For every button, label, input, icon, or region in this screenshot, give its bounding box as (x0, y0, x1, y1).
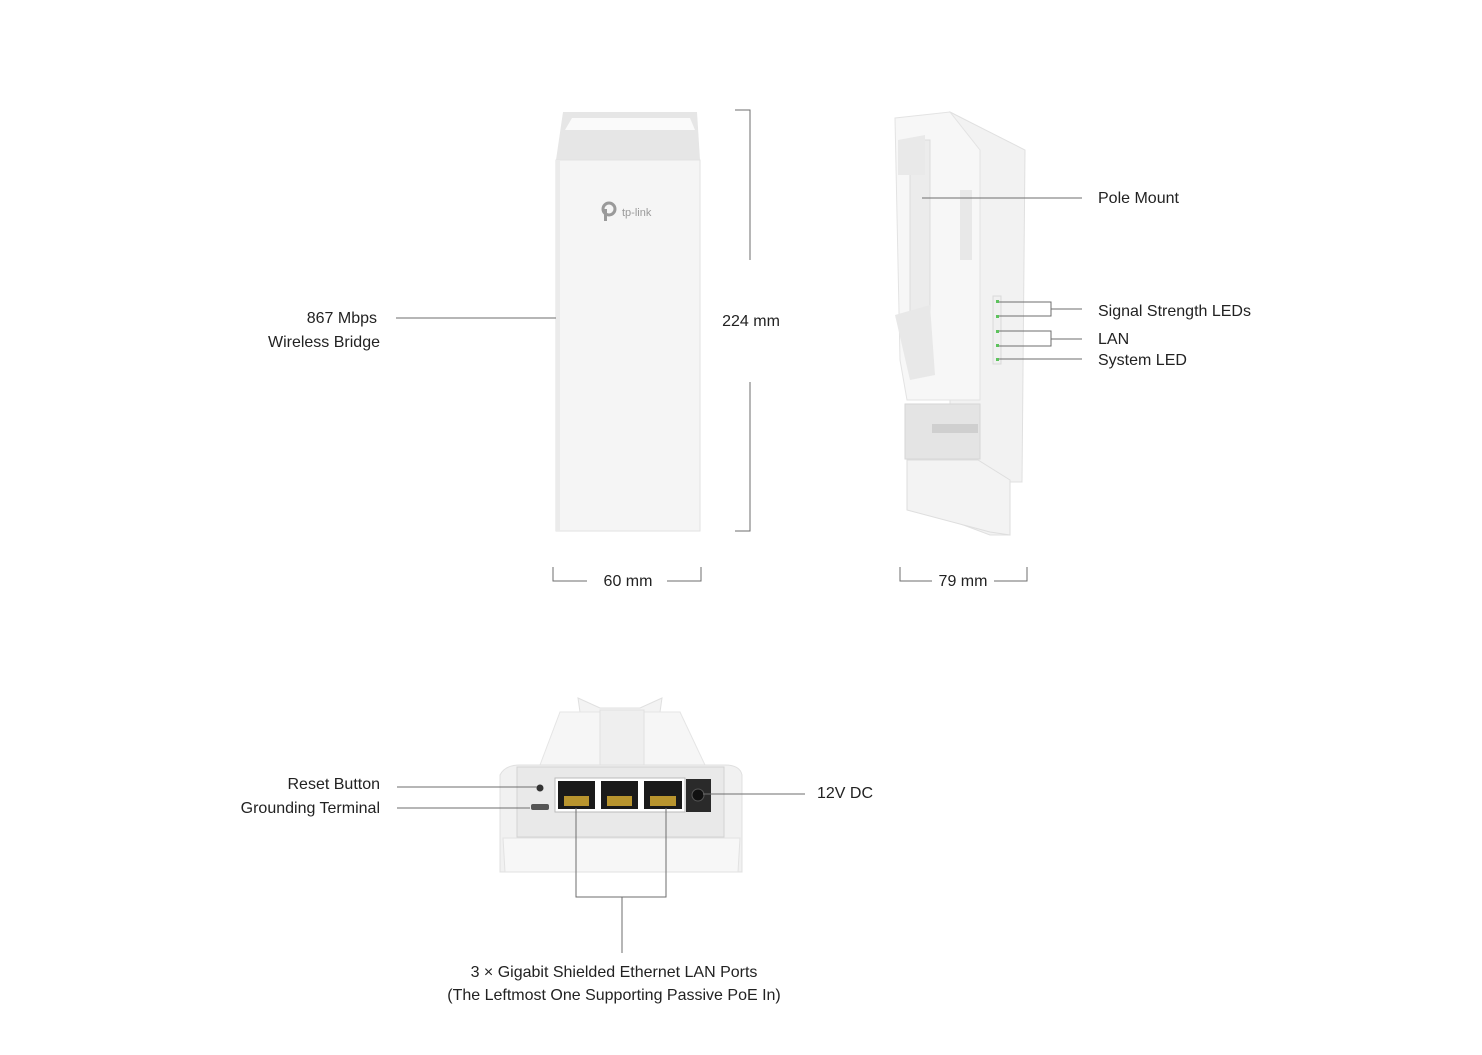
svg-text:tp-link: tp-link (622, 207, 652, 219)
ethernet-ports (554, 777, 711, 813)
bridge-speed-label: 867 Mbps (306, 310, 377, 327)
height-dim-top (735, 109, 751, 260)
depth-dim-right (994, 567, 1028, 582)
width-dimension-label: 60 mm (603, 573, 653, 590)
reset-button-label: Reset Button (287, 776, 381, 793)
signal-leds-label: Signal Strength LEDs (1098, 303, 1251, 320)
depth-dimension-label: 79 mm (938, 573, 988, 590)
lan-led-label: LAN (1098, 331, 1130, 348)
depth-dim-left (899, 567, 932, 582)
ports-bracket (575, 808, 667, 898)
pole-mount-label: Pole Mount (1098, 190, 1179, 207)
tp-link-logo: tp-link (601, 201, 652, 221)
side-device-image (894, 111, 1026, 536)
power-label: 12V DC (817, 785, 874, 802)
width-dim-left (552, 567, 587, 582)
bridge-name-label: Wireless Bridge (267, 334, 380, 351)
led-indicators (996, 300, 999, 361)
system-led-label: System LED (1098, 352, 1187, 369)
height-dimension-label: 224 mm (722, 313, 780, 330)
grounding-terminal-label: Grounding Terminal (240, 800, 380, 817)
width-dim-right (667, 567, 702, 582)
ports-label-line2: (The Leftmost One Supporting Passive PoE… (447, 987, 781, 1004)
front-device-image (555, 112, 701, 532)
ports-label-line1: 3 × Gigabit Shielded Ethernet LAN Ports (470, 964, 758, 981)
height-dim-bottom (735, 382, 751, 532)
